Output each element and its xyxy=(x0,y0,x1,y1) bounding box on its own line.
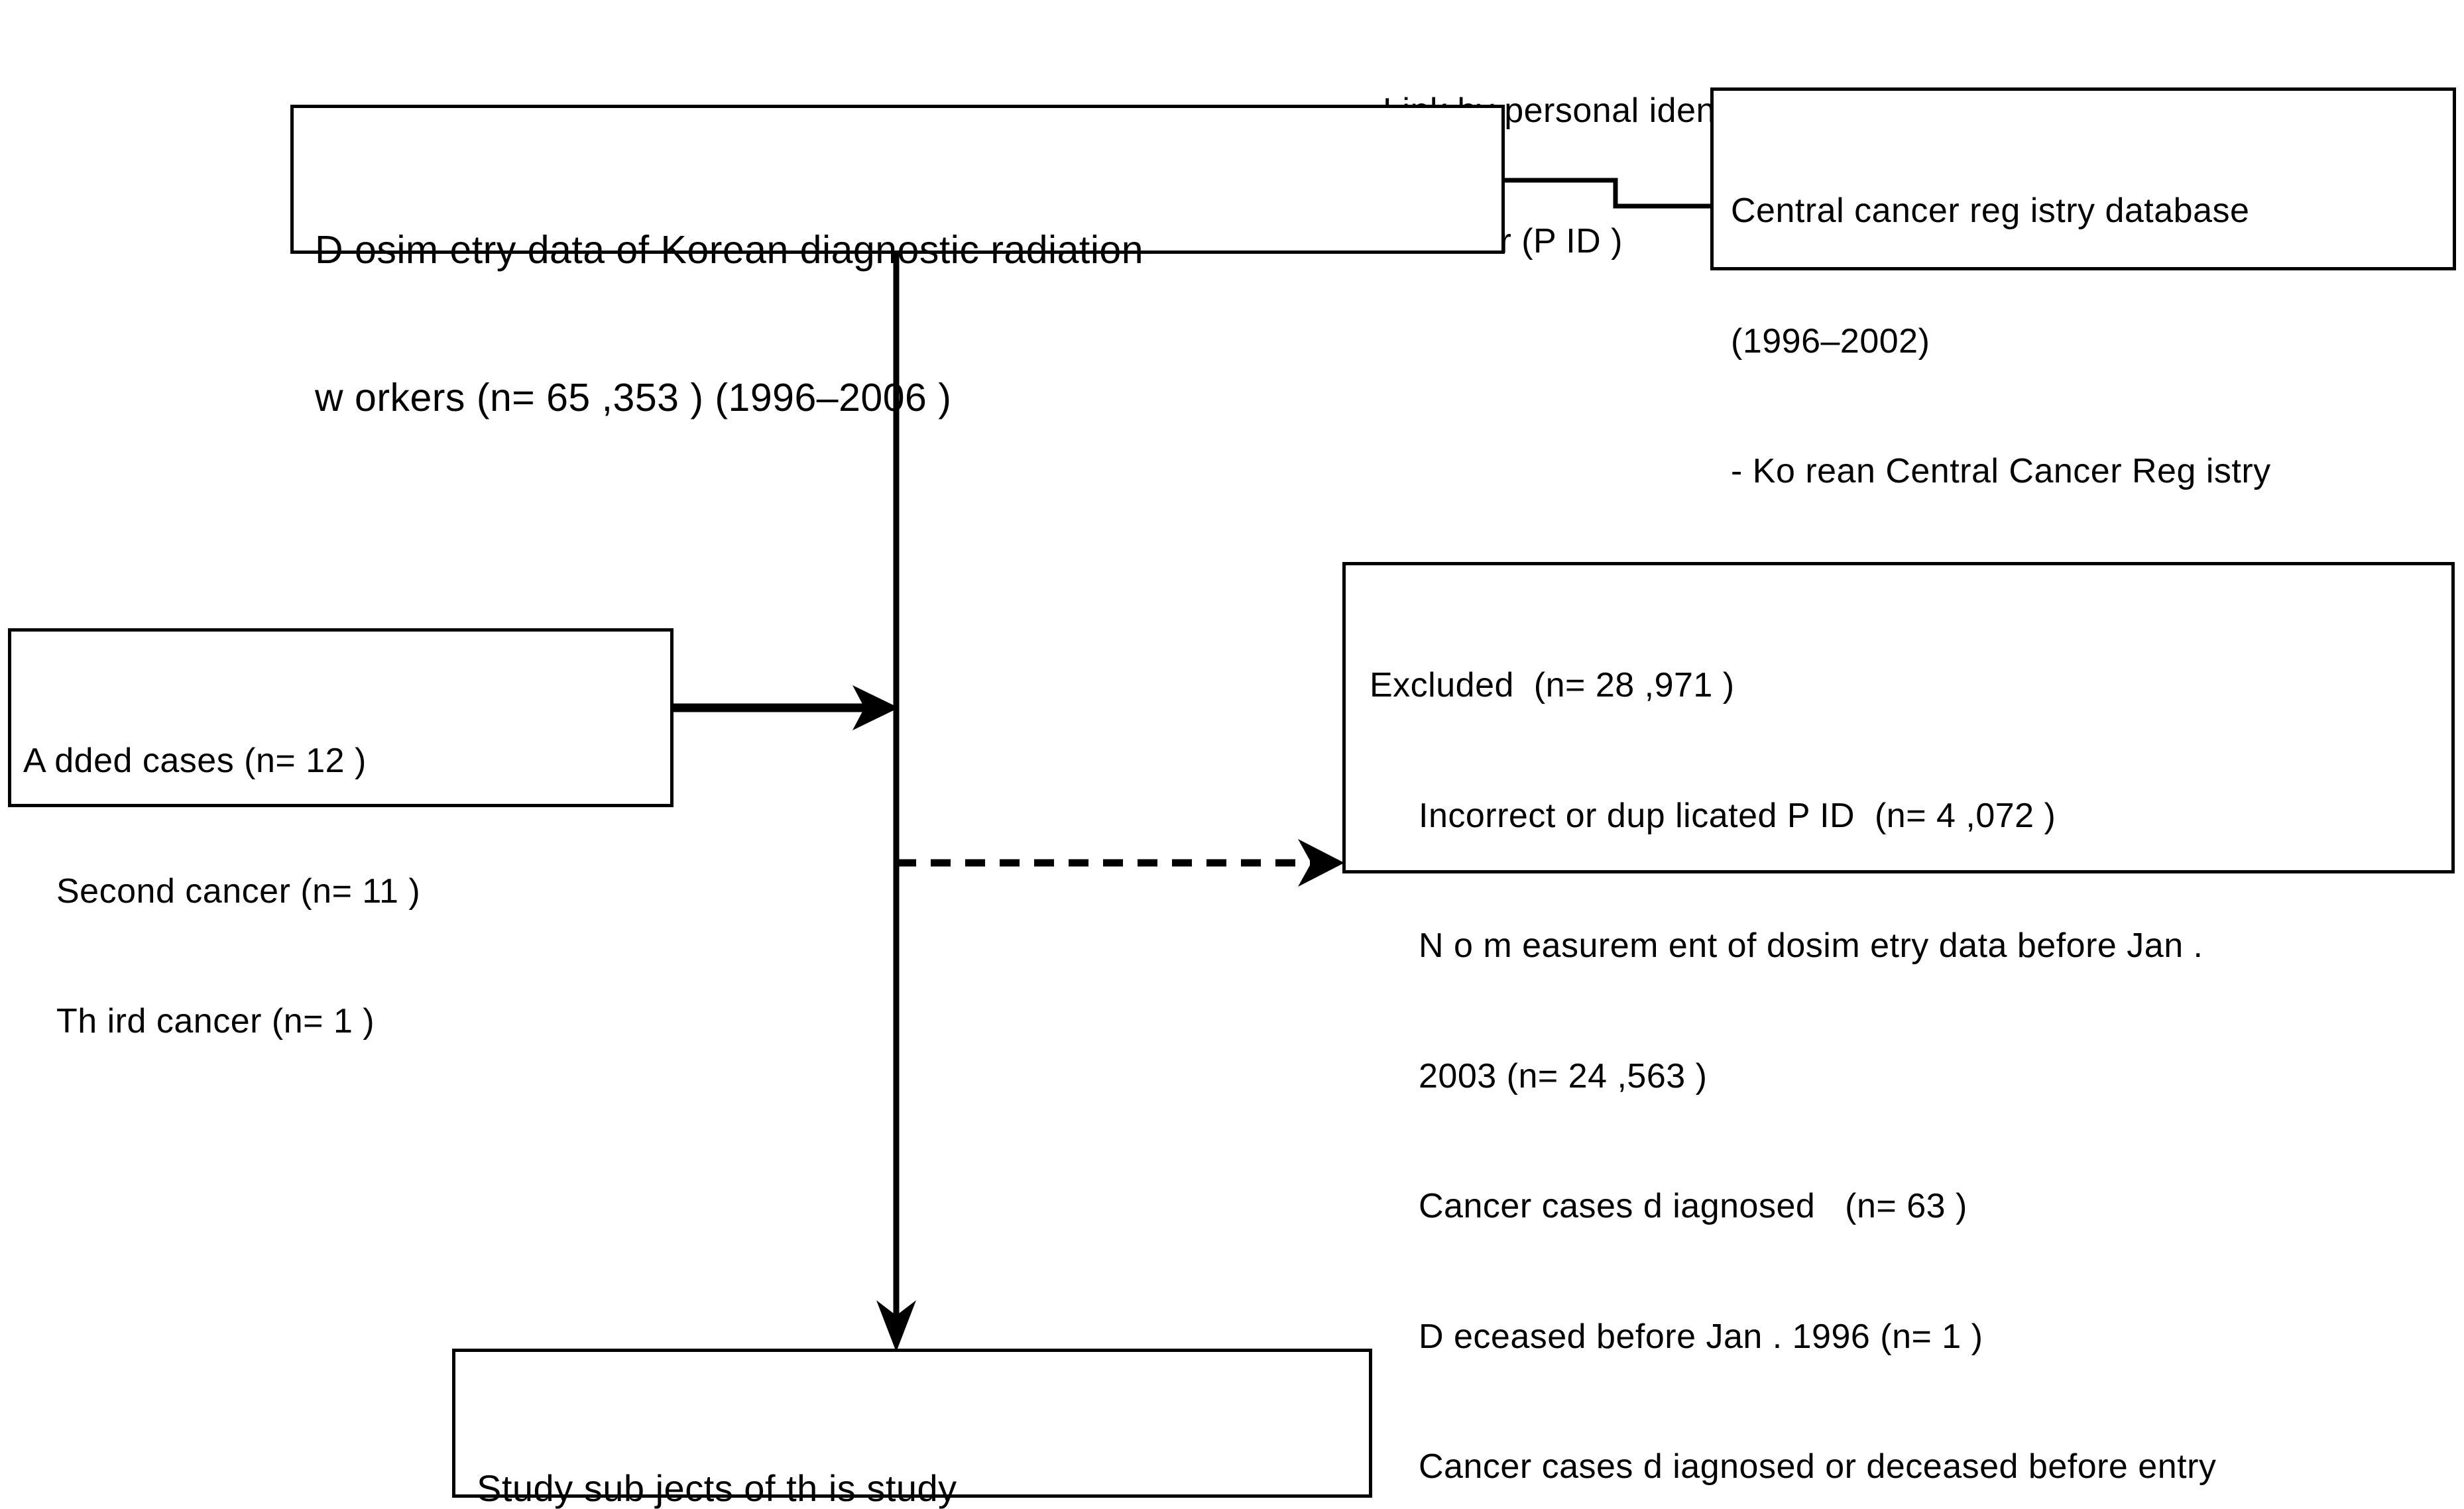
added-cases-line-2: Second cancer (n= 11 ) xyxy=(56,871,421,911)
added-cases-box: A dded cases (n= 12 ) Second cancer (n= … xyxy=(8,628,674,1040)
added-cases-line-3: Th ird cancer (n= 1 ) xyxy=(56,1002,375,1041)
excluded-dashed-arrow-line xyxy=(896,839,1344,887)
source-dosimetry-box: D osim etry data of Korean diagnostic ra… xyxy=(290,105,1505,419)
source-box-text: D osim etry data of Korean diagnostic ra… xyxy=(315,127,1144,521)
study-subjects-text: Study sub jects of th is study (n= 36 ,3… xyxy=(477,1372,1132,1509)
added-cases-line-1: A dded cases (n= 12 ) xyxy=(23,742,367,781)
excluded-item-3: Cancer cases d iagnosed (n= 63 ) xyxy=(1419,1187,1967,1226)
source-box-line-1: D osim etry data of Korean diagnostic ra… xyxy=(315,227,1144,272)
added-cases-arrowhead xyxy=(852,685,899,730)
study-subjects-box: Study sub jects of th is study (n= 36 ,3… xyxy=(452,1349,1372,1509)
excluded-item-5: Cancer cases d iagnosed or deceased befo… xyxy=(1419,1447,2217,1486)
registry-box-line-2: (1996–2002) xyxy=(1731,321,1930,361)
excluded-item-0: Incorrect or dup licated P ID (n= 4 ,072… xyxy=(1419,796,2056,835)
excluded-item-1: N o m easurem ent of dosim etry data bef… xyxy=(1419,926,2203,966)
study-subjects-line-1: Study sub jects of th is study xyxy=(477,1467,957,1509)
registry-box-line-3: - Ko rean Central Cancer Reg istry xyxy=(1731,452,2271,491)
excluded-header: Excluded (n= 28 ,971 ) xyxy=(1370,666,1735,705)
added-cases-arrow-line xyxy=(674,685,899,730)
trunk-arrowhead xyxy=(876,1300,916,1352)
added-cases-text: A dded cases (n= 12 ) Second cancer (n= … xyxy=(23,653,420,1131)
registry-box-line-1: Central cancer reg istry database xyxy=(1731,192,2250,231)
excluded-item-2: 2003 (n= 24 ,563 ) xyxy=(1419,1056,1708,1095)
excluded-arrowhead xyxy=(1298,839,1344,887)
source-box-line-2: w orkers (n= 65 ,353 ) (1996–2006 ) xyxy=(315,375,952,419)
registry-box-text: Central cancer reg istry database (1996–… xyxy=(1731,103,2271,581)
excluded-box: Excluded (n= 28 ,971 ) Incorrect or dup … xyxy=(1342,562,2455,1486)
excluded-box-text: Excluded (n= 28 ,971 ) Incorrect or dup … xyxy=(1370,577,2216,1509)
central-cancer-registry-box: Central cancer reg istry database (1996–… xyxy=(1710,87,2456,490)
excluded-item-4: D eceased before Jan . 1996 (n= 1 ) xyxy=(1419,1317,1983,1356)
